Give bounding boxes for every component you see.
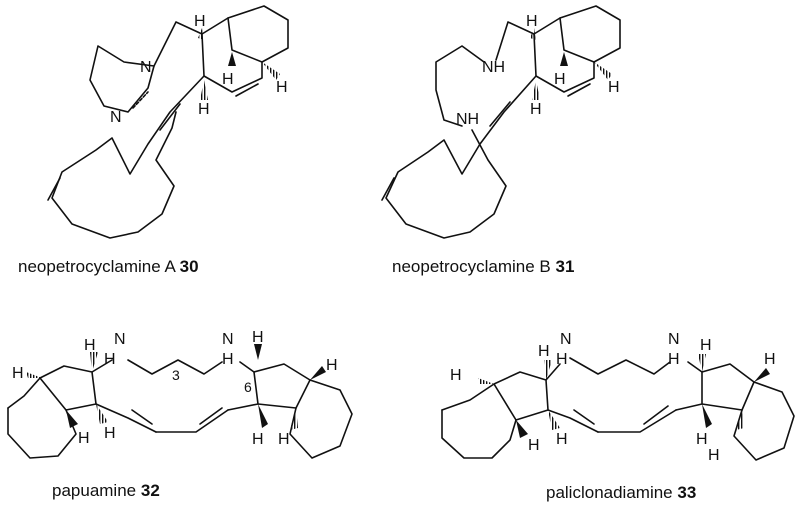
bold-wedge xyxy=(310,366,326,380)
hashed-wedge xyxy=(594,62,612,80)
locant-3: 3 xyxy=(172,367,180,383)
h-atom: H xyxy=(222,351,234,368)
h-atom: H xyxy=(538,343,550,360)
h-atom: H xyxy=(326,357,338,374)
h-atom: H xyxy=(84,337,96,354)
nh-group: NH xyxy=(482,59,505,76)
bold-wedge xyxy=(66,410,78,428)
n-atom: N xyxy=(110,109,122,126)
h-atom: H xyxy=(194,13,206,30)
h-atom: H xyxy=(198,101,210,118)
h-atom: H xyxy=(526,13,538,30)
h-atom: H xyxy=(78,430,90,447)
h-atom: H xyxy=(278,431,290,448)
hashed-wedge xyxy=(532,80,540,100)
h-atom: H xyxy=(104,351,116,368)
hashed-wedge xyxy=(200,80,208,100)
h-atom: H xyxy=(556,351,568,368)
caption-33: paliclonadiamine 33 xyxy=(546,483,696,502)
caption-30: neopetrocyclamine A 30 xyxy=(18,257,199,276)
hashed-wedge xyxy=(96,404,108,424)
h-atom: H xyxy=(104,425,116,442)
bold-wedge xyxy=(258,404,268,428)
h-atom: H xyxy=(708,447,720,464)
h-atom: H xyxy=(556,431,568,448)
bold-wedge xyxy=(254,344,262,360)
hashed-wedge xyxy=(290,408,298,430)
compound-name: paliclonadiamine xyxy=(546,483,673,502)
compound-name: papuamine xyxy=(52,481,136,500)
nh-group: NH xyxy=(456,111,479,128)
compound-name: neopetrocyclamine B xyxy=(392,257,551,276)
compound-name: neopetrocyclamine A xyxy=(18,257,176,276)
bold-wedge xyxy=(560,52,568,66)
hashed-wedge xyxy=(736,410,744,430)
n-atom: N xyxy=(140,59,152,76)
molecule-33: H H H H N H N H H H H H xyxy=(441,331,795,464)
molecule-31: NH NH H H H H xyxy=(381,5,621,239)
h-atom: H xyxy=(530,101,542,118)
compound-number: 33 xyxy=(677,483,696,502)
h-atom: H xyxy=(252,431,264,448)
n-atom: N xyxy=(560,331,572,348)
h-atom: H xyxy=(696,431,708,448)
h-atom: H xyxy=(222,71,234,88)
hashed-wedge xyxy=(698,354,706,372)
caption-31: neopetrocyclamine B 31 xyxy=(392,257,574,276)
n-atom: N xyxy=(222,331,234,348)
n-atom: N xyxy=(668,331,680,348)
hashed-wedge xyxy=(90,352,98,372)
bold-wedge xyxy=(516,420,528,438)
h-atom: H xyxy=(276,79,288,96)
h-atom: H xyxy=(528,437,540,454)
molecule-30: N N H H H H xyxy=(47,5,289,239)
h-atom: H xyxy=(450,367,462,384)
hashed-wedge xyxy=(530,28,536,40)
hashed-wedge xyxy=(26,372,42,378)
hashed-wedge xyxy=(262,62,280,80)
hashed-wedge xyxy=(548,410,560,430)
n-atom: N xyxy=(114,331,126,348)
h-atom: H xyxy=(700,337,712,354)
bold-wedge xyxy=(702,404,712,428)
locant-6: 6 xyxy=(244,379,252,395)
bold-wedge xyxy=(228,52,236,66)
h-atom: H xyxy=(668,351,680,368)
hashed-wedge xyxy=(478,378,494,384)
h-atom: H xyxy=(554,71,566,88)
caption-32: papuamine 32 xyxy=(52,481,160,500)
compound-number: 31 xyxy=(556,257,575,276)
hashed-wedge xyxy=(198,28,204,40)
molecule-32: H H H H N H N H H H H H 3 6 xyxy=(7,329,353,459)
h-atom: H xyxy=(252,329,264,346)
h-atom: H xyxy=(12,365,24,382)
compound-number: 30 xyxy=(180,257,199,276)
compound-number: 32 xyxy=(141,481,160,500)
hashed-wedge xyxy=(544,360,552,380)
bold-wedge xyxy=(754,368,770,382)
h-atom: H xyxy=(764,351,776,368)
h-atom: H xyxy=(608,79,620,96)
